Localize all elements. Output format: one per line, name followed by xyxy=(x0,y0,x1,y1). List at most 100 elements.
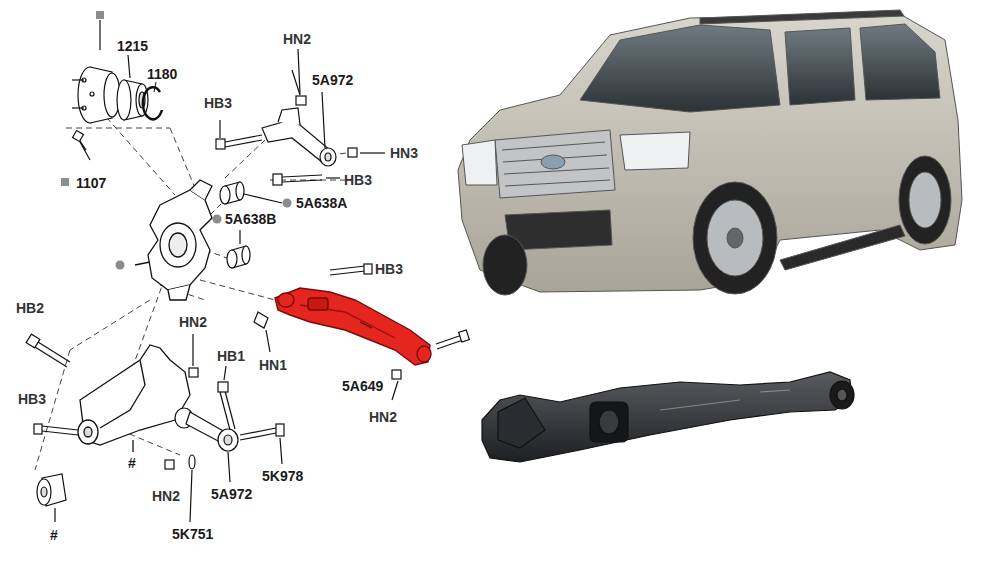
trailing-arm xyxy=(78,345,190,452)
wheel-bearing xyxy=(117,80,131,120)
vehicle-photo xyxy=(707,200,763,276)
nut xyxy=(254,312,268,328)
arm-photo xyxy=(482,372,852,462)
marker xyxy=(61,178,69,186)
hardware-code: HB3 xyxy=(344,172,372,188)
lower-link xyxy=(280,438,282,464)
part-number: 5A649 xyxy=(342,378,383,394)
wheel-hub xyxy=(72,79,84,80)
bushing xyxy=(220,186,230,204)
vehicle-photo xyxy=(693,182,777,294)
vehicle-photo xyxy=(899,156,951,244)
lower-arm-highlight xyxy=(275,288,430,365)
bushing xyxy=(37,479,51,505)
hardware-code: HB2 xyxy=(16,300,44,316)
part-number: 5A638B xyxy=(225,211,276,227)
nut xyxy=(360,152,385,153)
arm-photo xyxy=(590,402,628,442)
lower-link xyxy=(228,452,230,482)
nut xyxy=(298,49,300,94)
bolt xyxy=(330,266,365,270)
hardware-code: HB3 xyxy=(18,391,46,407)
nut xyxy=(296,49,385,157)
bolt xyxy=(326,177,340,178)
vehicle-photo xyxy=(727,228,743,248)
trailing-arm xyxy=(84,427,92,437)
marker xyxy=(116,261,125,270)
bolt xyxy=(73,131,90,160)
part-number: 5K751 xyxy=(172,526,213,542)
hardware-code: HB3 xyxy=(204,95,232,111)
bolt xyxy=(42,431,78,435)
wheel-hub xyxy=(72,20,120,123)
bushing xyxy=(37,474,66,522)
bolt xyxy=(224,366,226,380)
lower-arm-highlight xyxy=(275,288,431,365)
knuckle xyxy=(135,262,150,265)
vehicle-photo xyxy=(541,155,565,169)
lower-link xyxy=(276,424,284,436)
upper-arm xyxy=(322,92,325,148)
hardware-code: HN2 xyxy=(283,31,311,47)
vehicle-photo xyxy=(620,132,690,170)
assembly-line xyxy=(100,110,175,195)
nut xyxy=(392,381,398,400)
nut xyxy=(296,96,306,105)
part-number: 1215 xyxy=(117,38,148,54)
bushing xyxy=(242,246,250,264)
bolt xyxy=(220,392,230,430)
arm-photo xyxy=(660,400,740,410)
lower-arm-highlight xyxy=(278,293,294,307)
lower-arm-highlight xyxy=(308,298,328,310)
trailing-arm xyxy=(100,360,145,428)
lower-link xyxy=(224,435,232,445)
marker xyxy=(283,199,292,208)
knuckle xyxy=(169,233,187,257)
part-number: 5A972 xyxy=(312,72,353,88)
snap-ring xyxy=(154,82,156,92)
bolt xyxy=(34,424,42,434)
vehicle-photo xyxy=(860,24,940,100)
bushing xyxy=(41,487,47,497)
assembly-line xyxy=(35,350,70,470)
vehicle-photo xyxy=(462,140,497,185)
lower-link xyxy=(240,433,276,440)
bushing xyxy=(239,230,240,244)
vehicle-photo xyxy=(502,142,610,186)
bushing xyxy=(236,182,244,200)
bolt xyxy=(436,335,462,344)
wheel-hub xyxy=(90,92,94,96)
nut xyxy=(189,334,198,377)
assembly-line xyxy=(70,300,150,350)
marker xyxy=(213,215,222,224)
bolt xyxy=(219,120,220,138)
arm-photo xyxy=(599,410,619,434)
bushing xyxy=(227,250,237,268)
part-number: # xyxy=(50,527,58,543)
vehicle-photo xyxy=(700,10,904,24)
vehicle-photo xyxy=(458,14,962,292)
bushing xyxy=(54,508,55,522)
marker xyxy=(61,11,292,270)
assembly-line xyxy=(225,140,265,178)
vehicle-photo xyxy=(909,172,941,228)
bolt xyxy=(216,120,340,185)
bushing xyxy=(220,182,282,268)
vehicle-photo xyxy=(495,130,615,198)
part-number: 1107 xyxy=(76,175,106,191)
knuckle xyxy=(148,190,212,290)
knuckle xyxy=(190,180,212,200)
bolt xyxy=(282,175,322,177)
bolt xyxy=(42,426,78,430)
nut xyxy=(392,370,401,379)
lower-arm-highlight xyxy=(417,346,431,362)
hardware-code: HN2 xyxy=(152,488,180,504)
nut xyxy=(266,330,270,352)
bolt xyxy=(73,131,84,142)
hardware-code: HN1 xyxy=(259,357,287,373)
wheel-hub xyxy=(72,107,84,108)
bolt xyxy=(459,330,470,342)
snap-ring xyxy=(143,82,162,119)
hardware-code: HB3 xyxy=(375,261,403,277)
